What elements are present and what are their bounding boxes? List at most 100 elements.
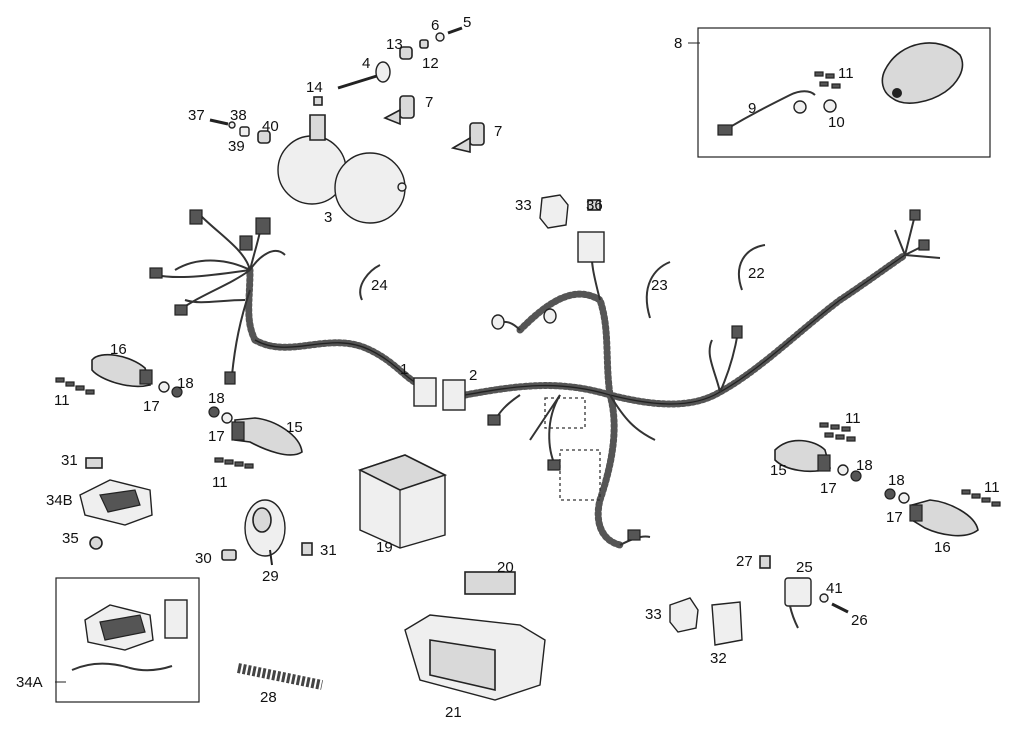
label-16-front: 16	[110, 341, 127, 358]
adjuster-screw-4	[337, 61, 391, 90]
label-15-front: 15	[286, 419, 303, 436]
label-26: 26	[851, 612, 868, 629]
label-29: 29	[262, 568, 279, 585]
label-1: 1	[400, 361, 408, 378]
label-37: 37	[188, 107, 205, 124]
label-33-top: 33	[515, 197, 532, 214]
washer-41	[819, 593, 829, 603]
label-6: 6	[431, 17, 439, 34]
label-9: 9	[748, 100, 756, 117]
label-11-front-left: 11	[54, 392, 70, 409]
label-33-bottom: 33	[645, 606, 662, 623]
label-32: 32	[710, 650, 727, 667]
label-18-b: 18	[208, 390, 225, 407]
label-19: 19	[376, 539, 393, 556]
horn-29	[244, 499, 286, 566]
label-4: 4	[362, 55, 370, 72]
clip-14	[313, 96, 323, 106]
washer-17-b	[221, 412, 233, 424]
label-17-c: 17	[820, 480, 837, 497]
label-40: 40	[262, 118, 279, 135]
regulator-34A	[71, 599, 188, 672]
label-17-a: 17	[143, 398, 160, 415]
label-18-d: 18	[888, 472, 905, 489]
screws-11-b	[214, 457, 254, 469]
grommet-13	[399, 46, 413, 60]
battery-holder-21	[404, 614, 546, 701]
rear-right-indicator-16	[909, 499, 979, 537]
nut-18-d	[884, 488, 896, 500]
washer-6	[435, 32, 445, 42]
label-39: 39	[228, 138, 245, 155]
label-7-lower: 7	[494, 123, 502, 140]
connector-1	[413, 377, 437, 407]
inset-box-taillight	[697, 27, 991, 158]
battery-19	[357, 454, 448, 549]
clip-36-small	[587, 199, 601, 211]
screws-11-c	[819, 422, 856, 442]
cable-tie-22	[737, 244, 766, 291]
label-8: 8	[674, 35, 682, 52]
part-number-labels: 1 2 3 4 5 6 7 7 8 9 10 11 11 11 11 11 12…	[16, 14, 1000, 721]
label-11-rear-right: 11	[984, 479, 1000, 496]
label-30: 30	[195, 550, 212, 567]
spring-28	[237, 663, 323, 690]
label-20: 20	[497, 559, 514, 576]
label-11-rear-left: 11	[845, 410, 861, 427]
clip-31-b	[301, 542, 313, 556]
label-31-a: 31	[61, 452, 78, 469]
label-21: 21	[445, 704, 462, 721]
leader-lines	[55, 42, 700, 683]
screws-11-a	[55, 377, 95, 395]
taillight-housing	[881, 42, 964, 104]
relay-33-top	[539, 194, 569, 229]
label-25: 25	[796, 559, 813, 576]
front-left-indicator-16	[91, 353, 153, 388]
label-5: 5	[463, 14, 471, 31]
washer-17-c	[837, 464, 849, 476]
label-38: 38	[230, 107, 247, 124]
label-12: 12	[422, 55, 439, 72]
regulator-34B	[79, 479, 153, 526]
label-27: 27	[736, 553, 753, 570]
label-18-a: 18	[177, 375, 194, 392]
label-17-b: 17	[208, 428, 225, 445]
taillight-wiring-9	[717, 90, 816, 136]
relay-36	[577, 231, 605, 263]
label-18-c: 18	[856, 457, 873, 474]
washer-38	[228, 121, 236, 129]
label-17-d: 17	[886, 509, 903, 526]
label-34A: 34A	[16, 674, 43, 691]
screw-37	[209, 118, 229, 126]
label-11-inset: 11	[838, 65, 854, 82]
label-3: 3	[324, 209, 332, 226]
label-24: 24	[371, 277, 388, 294]
label-15-rear: 15	[770, 462, 787, 479]
label-7-upper: 7	[425, 94, 433, 111]
screw-26	[831, 602, 849, 614]
label-36: 36	[586, 197, 603, 214]
switch-25	[784, 577, 812, 629]
label-10: 10	[828, 114, 845, 131]
connector-2	[442, 379, 466, 411]
screws-11-d	[961, 489, 1001, 507]
grommet-40	[257, 130, 271, 144]
label-14: 14	[306, 79, 323, 96]
headlight-assembly	[277, 114, 407, 224]
label-16-rear: 16	[934, 539, 951, 556]
spacer-12	[419, 39, 429, 49]
headlight-bulb-lower	[450, 122, 485, 154]
label-23: 23	[651, 277, 668, 294]
label-34B: 34B	[46, 492, 73, 509]
label-22: 22	[748, 265, 765, 282]
nut-18-c	[850, 470, 862, 482]
nut-18-a	[171, 386, 183, 398]
label-11-front-right: 11	[212, 474, 228, 491]
label-41: 41	[826, 580, 843, 597]
clip-27	[759, 555, 771, 569]
washer-17-d	[898, 492, 910, 504]
front-right-indicator-15	[231, 417, 303, 456]
label-13: 13	[386, 36, 403, 53]
